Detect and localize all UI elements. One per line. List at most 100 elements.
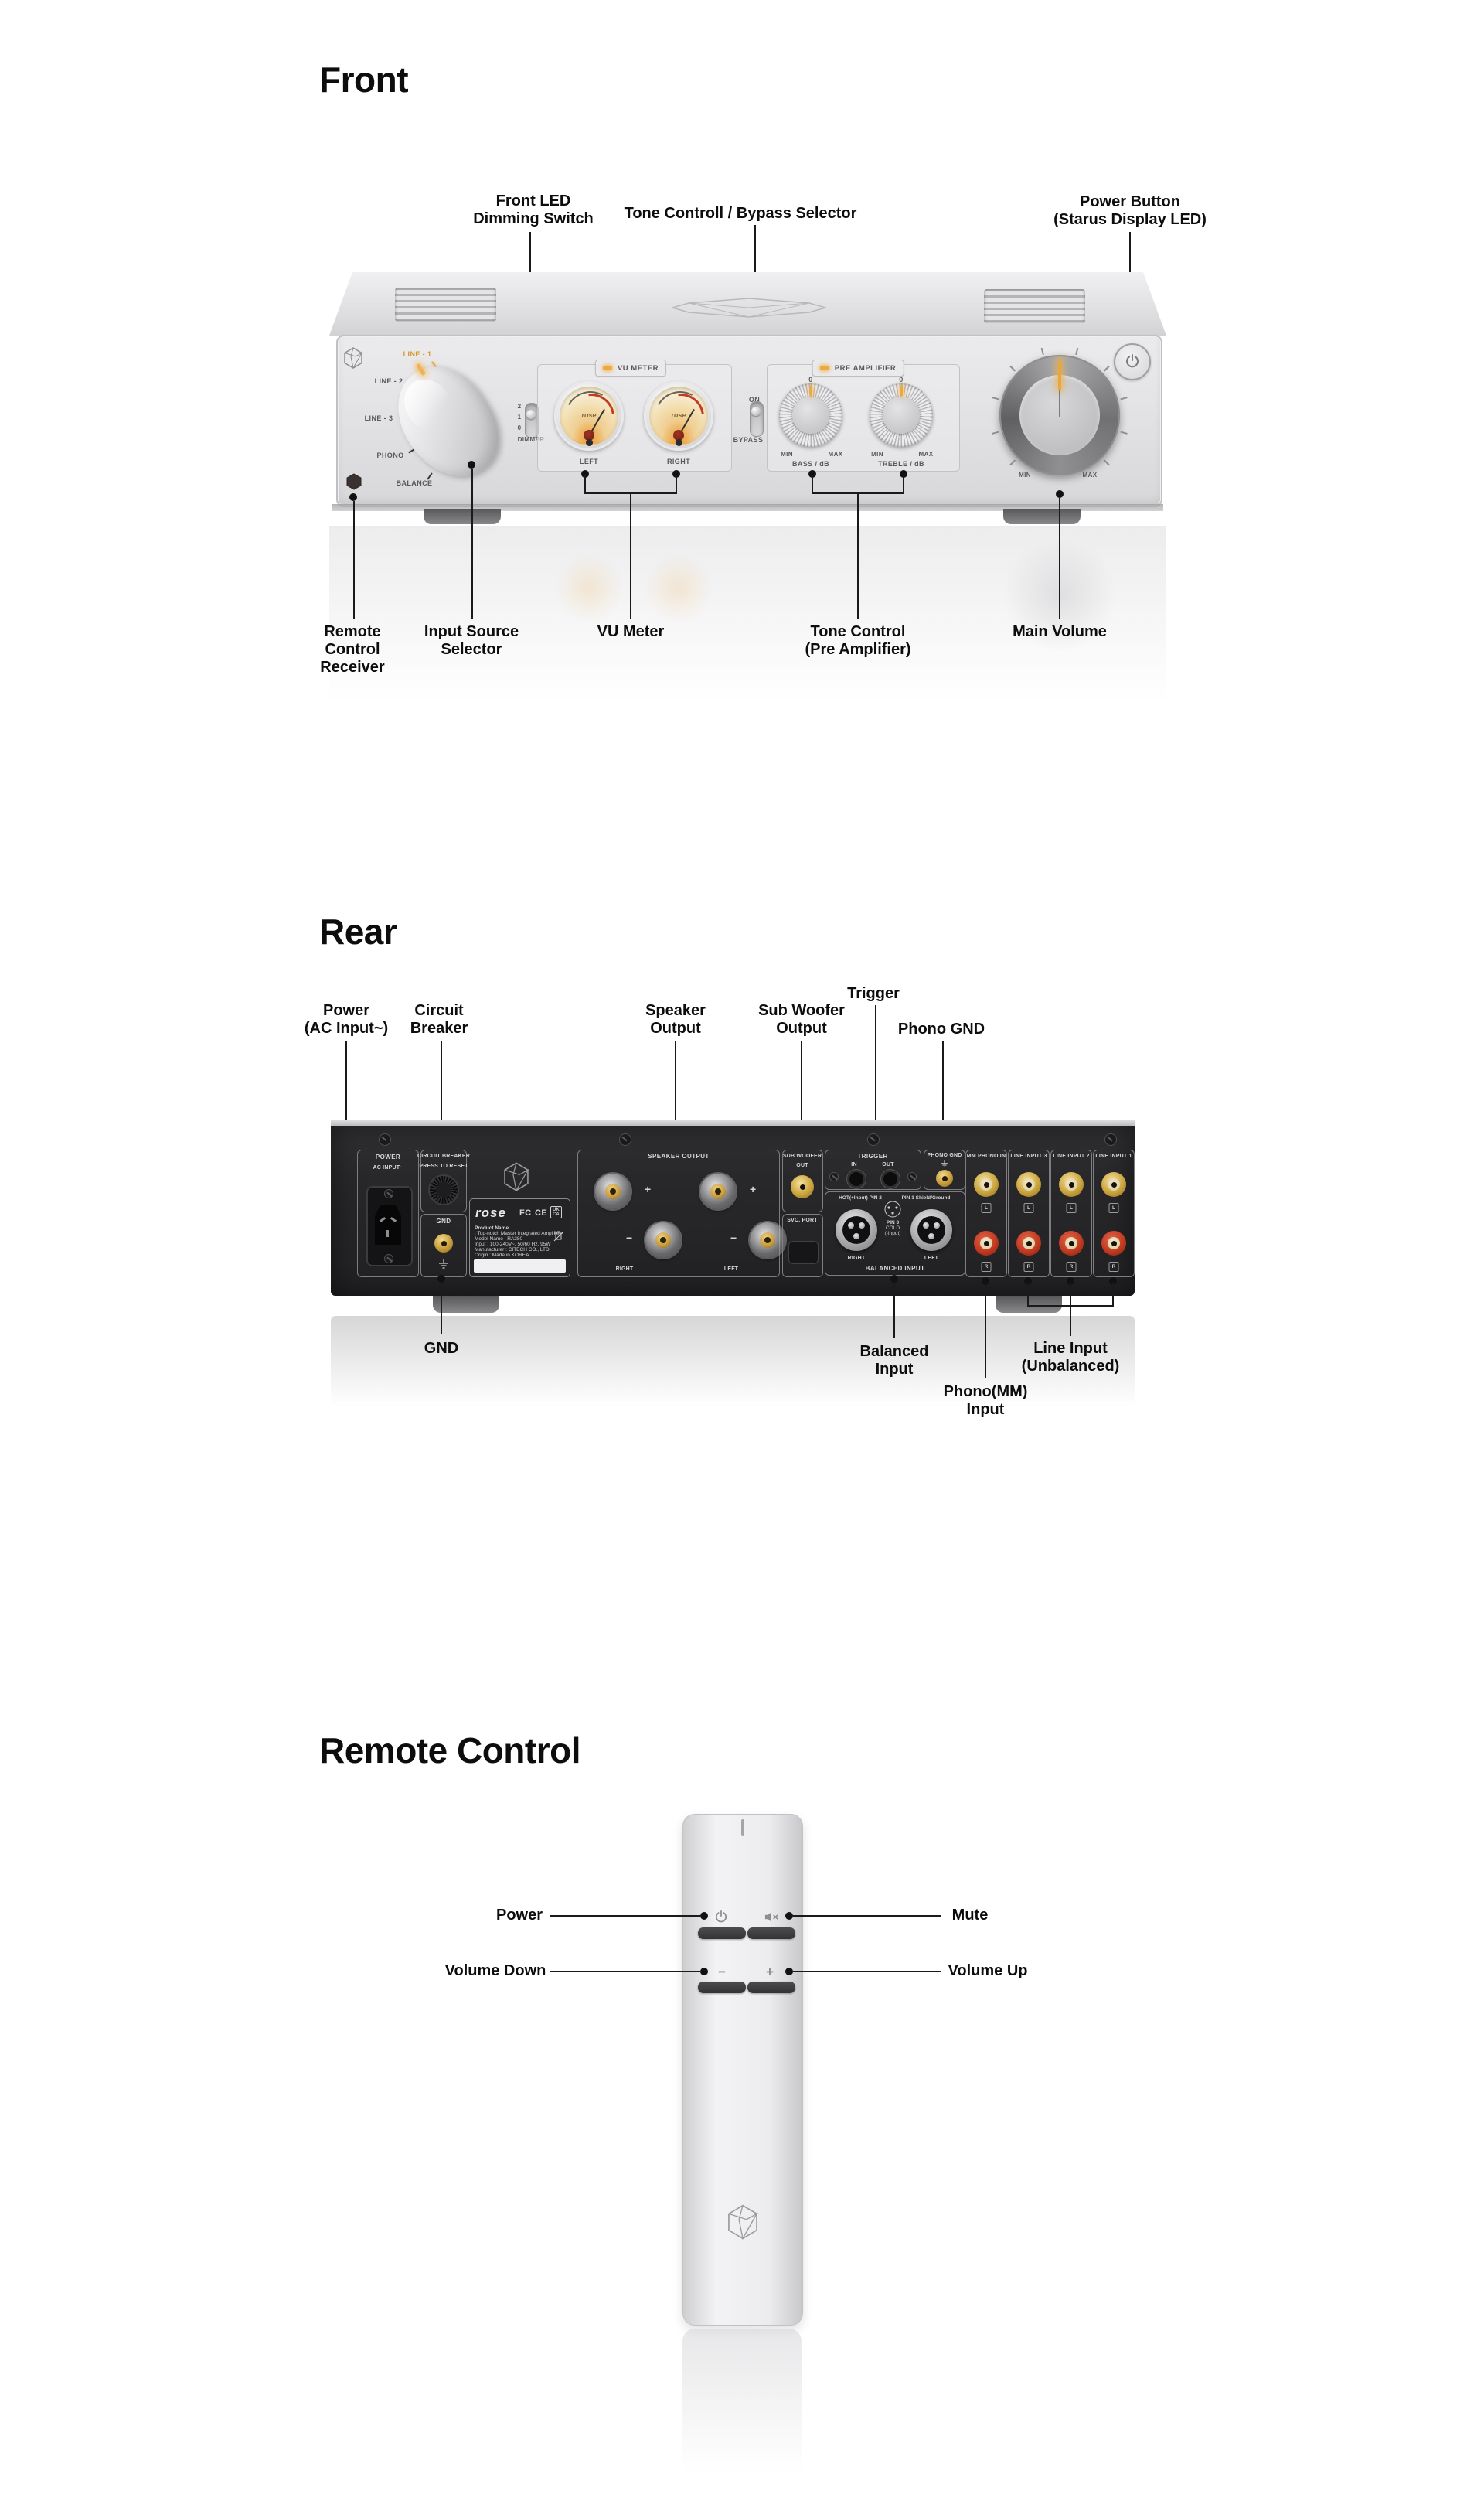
callout-line xyxy=(875,1005,876,1149)
callout-vu-meter: VU Meter xyxy=(597,623,665,640)
l-badge: L xyxy=(1066,1203,1077,1213)
line1-jack-r[interactable] xyxy=(1101,1231,1126,1256)
remote-volume-up-button[interactable] xyxy=(747,1982,795,1993)
vu-meter-badge: VU METER xyxy=(594,360,667,377)
r-badge: R xyxy=(1108,1262,1119,1272)
rose-rear-logo xyxy=(504,1162,529,1191)
bass-knob[interactable] xyxy=(779,383,842,447)
balanced-input-title: BALANCED INPUT xyxy=(865,1265,925,1272)
vent-grille-left xyxy=(395,288,496,322)
callout-dot xyxy=(890,1275,898,1283)
speaker-post-right-plus[interactable] xyxy=(595,1174,631,1209)
product-label-plate: rose FC CE UK CA Product Name : Top-notc… xyxy=(469,1198,570,1277)
remote-mute-button[interactable] xyxy=(747,1927,795,1939)
phono-gnd-terminal[interactable] xyxy=(936,1170,953,1187)
speaker-post-left-minus[interactable] xyxy=(750,1222,785,1258)
r-badge: R xyxy=(1023,1262,1034,1272)
rear-top-edge xyxy=(331,1120,1135,1126)
vu-left-label: LEFT xyxy=(579,458,599,465)
subwoofer-jack[interactable] xyxy=(791,1175,814,1198)
svc-port-cover[interactable] xyxy=(788,1241,819,1264)
line-input3-column: LINE INPUT 3 L R xyxy=(1008,1150,1050,1277)
circuit-breaker[interactable] xyxy=(430,1176,458,1204)
power-button[interactable] xyxy=(1114,343,1151,380)
breaker-title: CIRCUIT BREAKER xyxy=(417,1154,470,1159)
svc-port-box: SVC. PORT xyxy=(782,1214,823,1277)
treble-zero: 0 xyxy=(899,376,904,383)
balanced-right-label: RIGHT xyxy=(847,1256,866,1261)
dimmer-pos-1: 1 xyxy=(517,414,522,421)
gnd-terminal[interactable] xyxy=(434,1234,453,1252)
volume-max: MAX xyxy=(1082,472,1098,479)
callout-line xyxy=(812,475,813,494)
callout-remote-power: Power xyxy=(495,1907,543,1924)
tone-bypass-switch[interactable] xyxy=(750,401,764,437)
callout-dot xyxy=(581,470,589,478)
line3-jack-l[interactable] xyxy=(1016,1172,1041,1197)
plate-line: Model Name : RA280 xyxy=(475,1236,523,1242)
callout-dot xyxy=(1109,1277,1117,1285)
subwoofer-title: SUB WOOFER xyxy=(782,1154,822,1159)
vent-grille-right xyxy=(984,289,1085,323)
fcc-mark: FC xyxy=(519,1208,532,1218)
treble-knob[interactable] xyxy=(870,383,933,447)
dimmer-switch[interactable] xyxy=(525,403,539,438)
mm-phono-jack-l[interactable] xyxy=(974,1172,999,1197)
dimmer-label: DIMMER xyxy=(517,436,545,443)
trigger-title: TRIGGER xyxy=(857,1153,888,1160)
callout-dot xyxy=(785,1968,793,1975)
callout-dot xyxy=(982,1277,989,1285)
ukca-mark: UK CA xyxy=(550,1206,562,1218)
trigger-in-jack[interactable] xyxy=(847,1170,866,1188)
power-icon xyxy=(1126,354,1139,368)
main-volume-knob[interactable] xyxy=(992,347,1128,475)
callout-line xyxy=(1070,1283,1071,1307)
speaker-output-title: SPEAKER OUTPUT xyxy=(648,1153,710,1160)
remote-power-button[interactable] xyxy=(698,1927,746,1939)
iec-inlet[interactable] xyxy=(366,1186,413,1266)
ce-mark: CE xyxy=(535,1208,548,1218)
bass-label: BASS / dB xyxy=(791,460,830,468)
callout-line xyxy=(903,475,904,494)
callout-line xyxy=(793,1971,941,1972)
plus-sign: + xyxy=(645,1183,652,1195)
balanced-xlr-right[interactable] xyxy=(836,1209,877,1251)
callout-dot xyxy=(1056,490,1064,498)
speaker-post-left-plus[interactable] xyxy=(700,1174,736,1209)
dimmer-pos-0: 0 xyxy=(517,424,522,431)
line2-jack-r[interactable] xyxy=(1059,1231,1084,1256)
speaker-post-right-minus[interactable] xyxy=(645,1222,681,1258)
circuit-breaker-box: CIRCUIT BREAKER PRESS TO RESET xyxy=(417,1150,470,1212)
balanced-xlr-left[interactable] xyxy=(910,1209,952,1251)
callout-line xyxy=(353,501,355,619)
callout-line xyxy=(550,1971,700,1972)
treble-label: TREBLE / dB xyxy=(878,460,924,468)
callout-dot xyxy=(808,470,816,478)
callout-gnd: GND xyxy=(424,1340,459,1357)
speaker-output-box: SPEAKER OUTPUT + − + − RIGHT LEFT xyxy=(577,1150,785,1277)
remote-reflection xyxy=(682,2329,802,2505)
mm-phono-jack-r[interactable] xyxy=(974,1231,999,1256)
line2-jack-l[interactable] xyxy=(1059,1172,1084,1197)
callout-tone-bypass: Tone Controll / Bypass Selector xyxy=(624,205,857,222)
trigger-out-jack[interactable] xyxy=(881,1170,900,1188)
screw xyxy=(867,1133,880,1146)
callout-line xyxy=(793,1915,941,1917)
preamp-badge: PRE AMPLIFIER xyxy=(812,360,904,377)
r-badge: R xyxy=(1066,1262,1077,1272)
line1-jack-l[interactable] xyxy=(1101,1172,1126,1197)
line3-jack-r[interactable] xyxy=(1016,1231,1041,1256)
callout-line xyxy=(1070,1305,1071,1336)
line-input1-header: LINE INPUT 1 xyxy=(1095,1154,1132,1159)
line-input2-header: LINE INPUT 2 xyxy=(1053,1154,1090,1159)
line-input1-column: LINE INPUT 1 L R xyxy=(1093,1150,1135,1277)
line-input2-column: LINE INPUT 2 L R xyxy=(1050,1150,1092,1277)
subwoofer-out-label: OUT xyxy=(796,1163,808,1168)
gnd-title: GND xyxy=(436,1218,451,1225)
remote-volume-down-button[interactable] xyxy=(698,1982,746,1993)
callout-line xyxy=(550,1915,700,1917)
bass-zero: 0 xyxy=(808,376,813,383)
svc-port-title: SVC. PORT xyxy=(787,1218,818,1223)
